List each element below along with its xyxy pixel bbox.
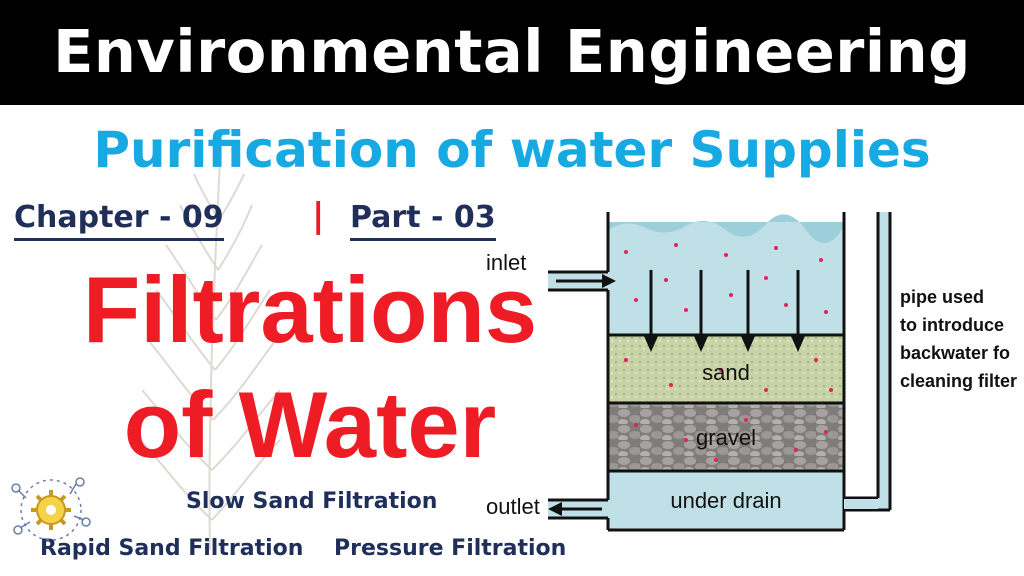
gravel-label: gravel xyxy=(696,425,756,450)
pipe-note-line-4: cleaning filter xyxy=(900,371,1018,391)
particles xyxy=(624,243,833,462)
sand-layer xyxy=(608,335,844,403)
water-layer xyxy=(608,222,844,335)
feather-leaf-icon xyxy=(139,159,281,551)
pipe-note: pipe used to introduce backwater fo clea… xyxy=(900,283,1024,395)
under-drain-label: under drain xyxy=(670,488,781,513)
inlet-label: inlet xyxy=(486,250,526,275)
subtitle: Purification of water Supplies xyxy=(93,121,931,179)
method-slow-sand: Slow Sand Filtration xyxy=(186,489,438,514)
outlet-label: outlet xyxy=(486,494,540,519)
page-title: Environmental Engineering xyxy=(53,17,971,86)
header-bar xyxy=(0,0,1024,105)
chapter-label: Chapter - 09 xyxy=(14,198,224,241)
pipe-note-line-3: backwater fo xyxy=(900,343,1011,363)
main-title-line-1: Filtrations xyxy=(82,257,538,362)
method-pressure: Pressure Filtration xyxy=(334,536,567,561)
pipe-note-line-2: to introduce xyxy=(900,315,1004,335)
pipe-note-line-1: pipe used xyxy=(900,287,985,307)
gravel-layer xyxy=(608,403,844,471)
under-drain-layer xyxy=(608,471,844,529)
sand-label: sand xyxy=(702,360,750,385)
separator: | xyxy=(312,196,325,236)
filter-diagram: inlet outlet sand gravel under drain xyxy=(486,212,892,532)
main-title-line-2: of Water xyxy=(123,372,497,477)
method-rapid-sand: Rapid Sand Filtration xyxy=(40,536,304,561)
science-gear-logo-icon xyxy=(11,477,91,541)
part-label: Part - 03 xyxy=(350,198,496,241)
